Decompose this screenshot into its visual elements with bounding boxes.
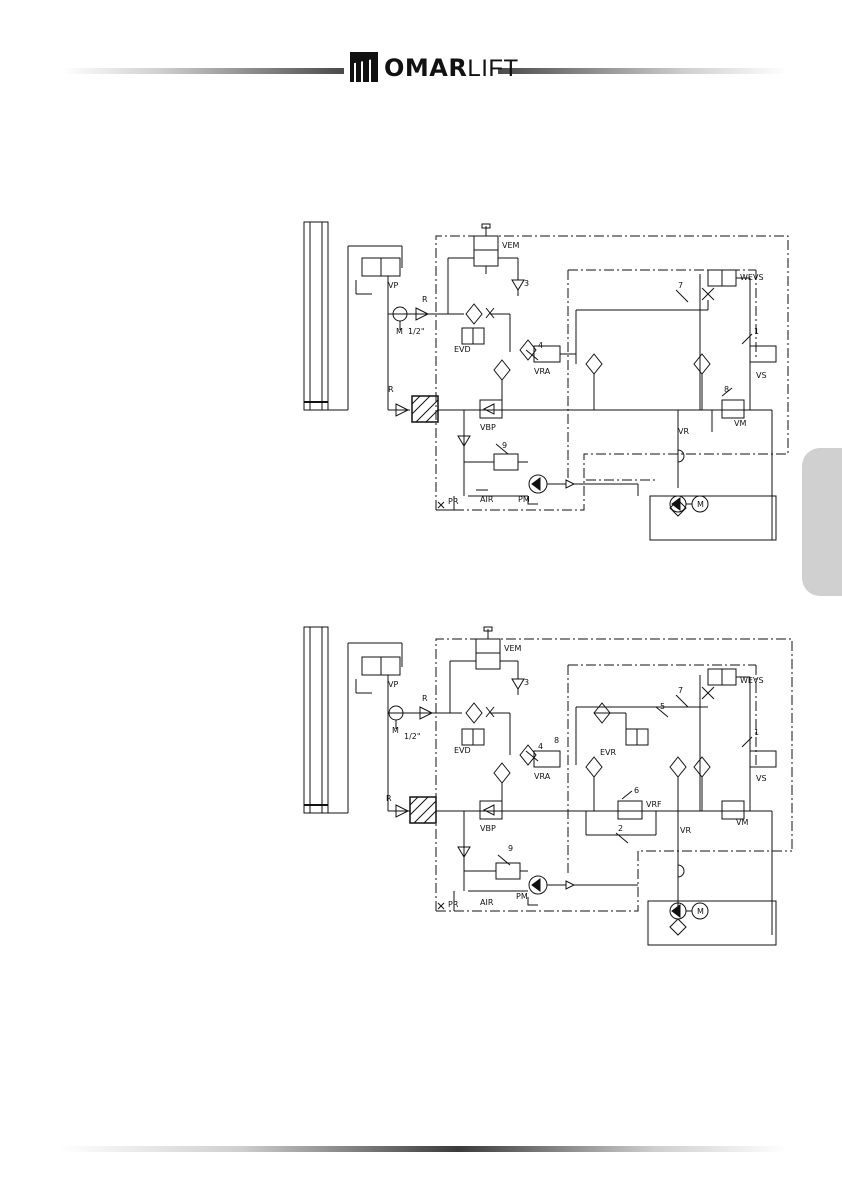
d2-num-3: 3 bbox=[524, 678, 529, 687]
d2-label-pm: PM bbox=[516, 892, 528, 901]
d2-label-evr: EVR bbox=[600, 748, 617, 757]
d1-label-air: AIR bbox=[480, 495, 494, 504]
footer-rule bbox=[58, 1146, 786, 1152]
d2-label-half: 1/2" bbox=[404, 732, 421, 741]
d2-label-wevs: WEVS bbox=[740, 676, 764, 685]
d2-num-4: 4 bbox=[538, 742, 543, 751]
d1-label-pr: PR bbox=[448, 497, 459, 506]
d2-label-vem: VEM bbox=[504, 644, 522, 653]
d2-label-vp: VP bbox=[388, 680, 398, 689]
d2-label-vm: VM bbox=[736, 818, 748, 827]
d1-num-3: 3 bbox=[524, 279, 529, 288]
d1-label-wevs: WEVS bbox=[740, 273, 764, 282]
d2-label-m: M bbox=[392, 726, 399, 735]
logo-light-text: LIFT bbox=[467, 55, 518, 82]
d1-label-vp: VP bbox=[388, 281, 398, 290]
d2-label-vra: VRA bbox=[534, 772, 551, 781]
d2-label-evd: EVD bbox=[454, 746, 471, 755]
d2-num-2: 2 bbox=[618, 824, 623, 833]
d2-num-1: 1 bbox=[754, 728, 759, 737]
d1-label-vra: VRA bbox=[534, 367, 551, 376]
d2-num-7: 7 bbox=[678, 686, 683, 695]
d1-label-vs: VS bbox=[756, 371, 767, 380]
d1-label-r-low: R bbox=[388, 385, 394, 394]
d2-label-motor: M bbox=[697, 907, 704, 916]
logo-bold-text: OMAR bbox=[384, 54, 467, 82]
header-rule-right bbox=[498, 68, 786, 74]
d1-num-4: 4 bbox=[538, 341, 543, 350]
d1-label-half: 1/2" bbox=[408, 327, 425, 336]
d1-num-1: 1 bbox=[754, 327, 759, 336]
d2-label-vrf: VRF bbox=[646, 800, 662, 809]
d2-num-6: 6 bbox=[634, 786, 639, 795]
d2-label-vs: VS bbox=[756, 774, 767, 783]
d1-label-vm: VM bbox=[734, 419, 746, 428]
d2-label-r-top: R bbox=[422, 694, 428, 703]
d2-label-vbp: VBP bbox=[480, 824, 496, 833]
header-rule-left bbox=[62, 68, 344, 74]
side-tab bbox=[802, 448, 842, 596]
d1-label-evd: EVD bbox=[454, 345, 471, 354]
d1-label-r-top: R bbox=[422, 295, 428, 304]
d1-num-8: 8 bbox=[724, 385, 729, 394]
hydraulic-schematic-1: VEM VP WEVS 3 7 M R 1/2" EVD 4 VRA 1 VS … bbox=[276, 210, 798, 550]
d1-label-vbp: VBP bbox=[480, 423, 496, 432]
d1-label-vr: VR bbox=[678, 427, 689, 436]
logo-wordmark: OMARLIFT bbox=[384, 55, 519, 82]
d2-label-vr: VR bbox=[680, 826, 691, 835]
d1-label-vem: VEM bbox=[502, 241, 520, 250]
d1-label-m: M bbox=[396, 327, 403, 336]
d1-num-9: 9 bbox=[502, 441, 507, 450]
d2-num-9: 9 bbox=[508, 844, 513, 853]
d2-num-5: 5 bbox=[660, 702, 665, 711]
d2-num-8: 8 bbox=[554, 736, 559, 745]
d2-label-pr: PR bbox=[448, 900, 459, 909]
d1-label-motor: M bbox=[697, 500, 704, 509]
d1-label-pm: PM bbox=[518, 495, 530, 504]
d2-label-r-low: R bbox=[386, 794, 392, 803]
d1-num-7: 7 bbox=[678, 281, 683, 290]
d2-label-air: AIR bbox=[480, 898, 494, 907]
hydraulic-schematic-2: VEM VP WEVS 3 7 5 M R 1/2" EVD 4 8 VRA E… bbox=[276, 615, 798, 955]
